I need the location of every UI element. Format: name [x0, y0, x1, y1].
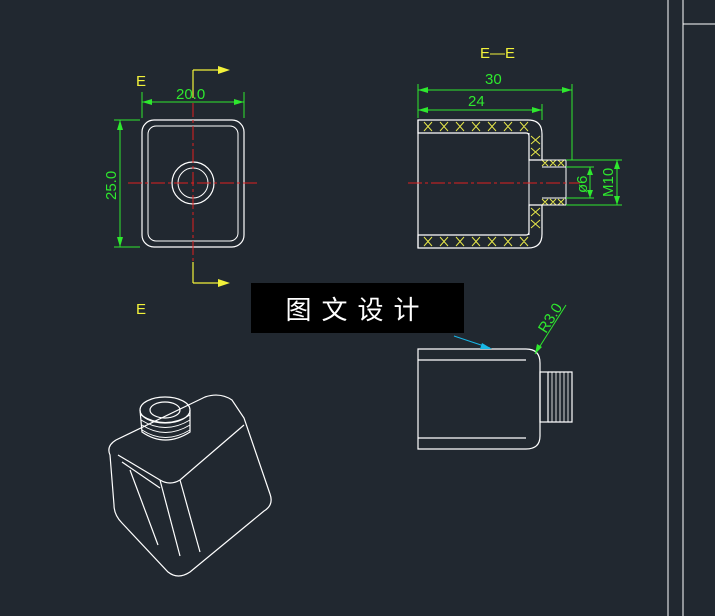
thread-dimension — [566, 159, 622, 206]
section-view: E—E — [408, 45, 622, 249]
isometric-view — [108, 394, 272, 577]
side-view — [417, 348, 573, 450]
height-dimension — [114, 119, 140, 248]
width-dim-text: 20.0 — [176, 86, 205, 103]
section-title: E—E — [480, 45, 515, 62]
front-view: E E 20.0 25.0 — [103, 66, 258, 318]
drawing-border — [667, 0, 715, 616]
section-label-bottom: E — [136, 301, 146, 318]
section-hatch — [423, 121, 565, 247]
body-dimension — [418, 104, 543, 120]
width-dimension — [141, 92, 245, 118]
section-label-top: E — [136, 73, 146, 90]
bore-dim-text: ø6 — [574, 175, 591, 193]
radius-leader — [453, 304, 567, 355]
overall-dim-text: 30 — [485, 71, 502, 88]
section-arrow-bottom — [192, 262, 230, 287]
radius-dim-text: R3.0 — [535, 300, 566, 336]
height-dim-text: 25.0 — [103, 171, 120, 200]
bore-dimension — [566, 166, 594, 199]
overall-dimension — [417, 84, 573, 160]
section-arrow-top — [192, 66, 230, 98]
thread-dim-text: M10 — [600, 168, 617, 197]
watermark-label: 图文设计 — [251, 283, 464, 333]
body-dim-text: 24 — [468, 93, 485, 110]
